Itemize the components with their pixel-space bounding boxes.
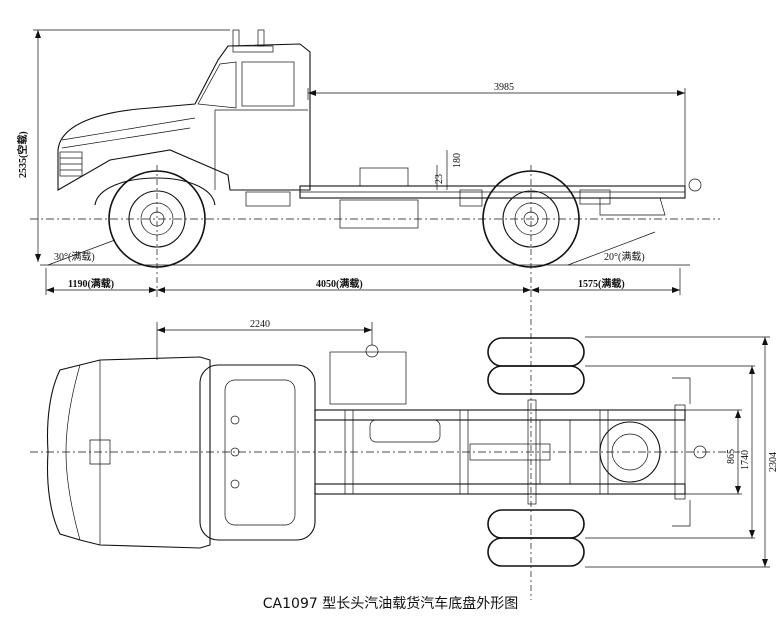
dim-frame-180: 180	[452, 153, 463, 168]
figure-caption: CA1097 型长头汽油载货汽车底盘外形图	[262, 596, 519, 612]
dim-frame-width: 865	[726, 449, 737, 464]
dim-departure-angle: 20°(满载)	[604, 251, 645, 263]
dim-rear-length: 3985	[494, 82, 514, 93]
top-view	[30, 322, 770, 568]
side-view	[30, 29, 720, 600]
dim-height: 2535(空载)	[16, 131, 29, 178]
dim-tank-position: 2240	[250, 319, 270, 330]
dim-approach-angle: 30°(满载)	[54, 251, 95, 263]
dim-overall-width: 2304	[768, 452, 779, 472]
dim-rear-overhang: 1575(满载)	[578, 277, 625, 290]
dim-wheelbase: 4050(满载)	[316, 277, 363, 290]
dim-rear-track: 1740	[740, 450, 751, 470]
dim-front-overhang: 1190(满载)	[68, 277, 114, 290]
dim-step-23: 23	[434, 174, 445, 184]
